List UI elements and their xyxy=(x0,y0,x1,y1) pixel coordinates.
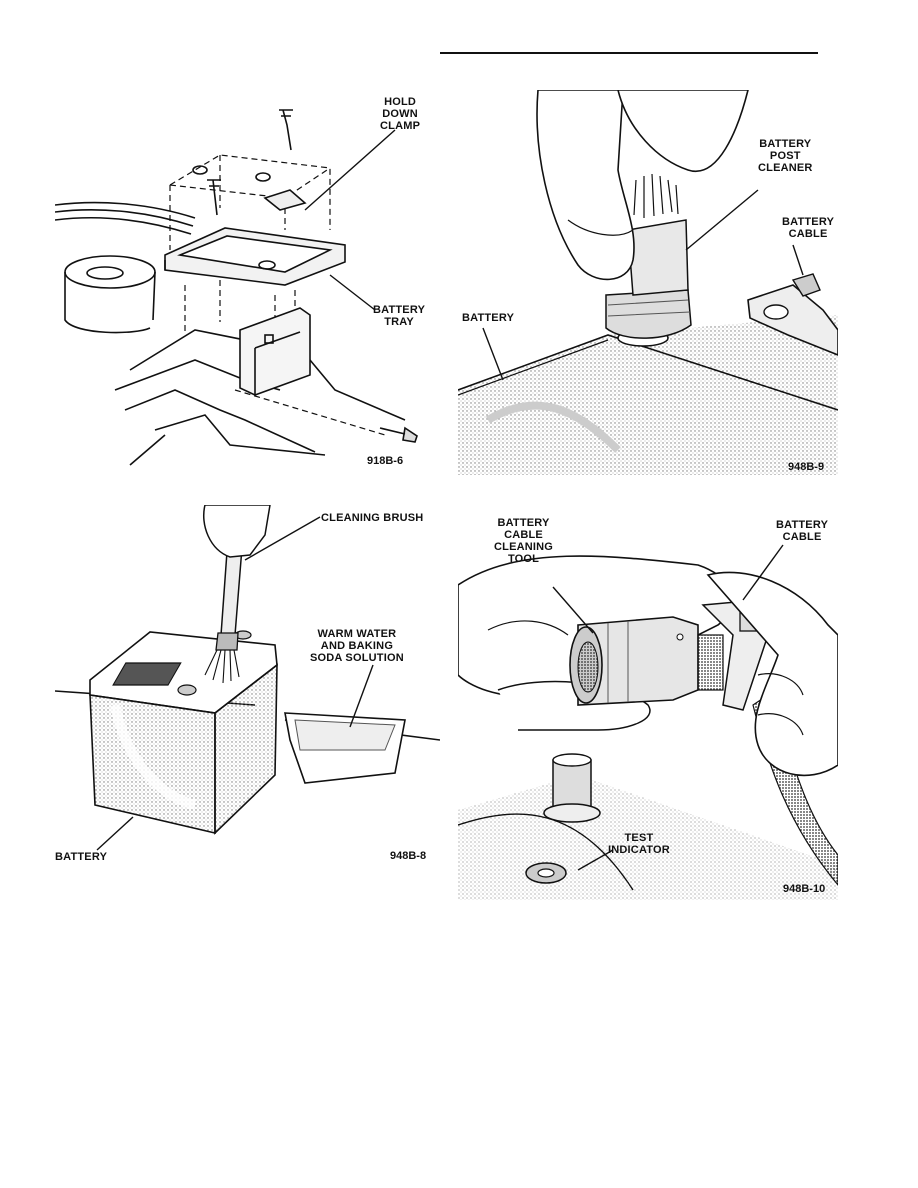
battery-tray-illustration xyxy=(55,109,418,466)
label-battery-post-cleaner: BATTERY POST CLEANER xyxy=(758,138,813,174)
post-cleaner-illustration xyxy=(458,90,838,475)
cleaning-brush-illustration xyxy=(55,505,440,851)
figure-cleaning-brush: CLEANING BRUSH WARM WATER AND BAKING SOD… xyxy=(55,505,440,870)
figure-code: 948B-10 xyxy=(783,883,826,895)
label-battery-cable: BATTERY CABLE xyxy=(776,519,829,543)
figure-battery-post-cleaner: BATTERY POST CLEANER BATTERY CABLE BATTE… xyxy=(458,90,838,475)
label-cleaning-brush: CLEANING BRUSH xyxy=(321,512,424,524)
header-rule xyxy=(440,52,818,54)
label-battery: BATTERY xyxy=(462,312,515,324)
label-battery-cable: BATTERY CABLE xyxy=(782,216,835,240)
label-battery: BATTERY xyxy=(55,851,108,863)
label-hold-down-clamp: HOLD DOWN CLAMP xyxy=(380,96,421,132)
figure-cable-cleaning-tool: BATTERY CABLE CLEANING TOOL BATTERY CABL… xyxy=(458,505,838,900)
figure-code: 948B-8 xyxy=(390,850,427,862)
cable-cleaning-tool-illustration xyxy=(458,544,838,900)
label-solution: WARM WATER AND BAKING SODA SOLUTION xyxy=(310,628,404,664)
figure-code: 918B-6 xyxy=(367,455,404,467)
figure-code: 948B-9 xyxy=(788,461,825,473)
label-cable-cleaning-tool: BATTERY CABLE CLEANING TOOL xyxy=(494,517,554,565)
label-test-indicator: TEST INDICATOR xyxy=(608,832,670,856)
figure-battery-tray: HOLD DOWN CLAMP BATTERY TRAY 918B-6 xyxy=(55,90,440,475)
label-battery-tray: BATTERY TRAY xyxy=(373,304,426,328)
